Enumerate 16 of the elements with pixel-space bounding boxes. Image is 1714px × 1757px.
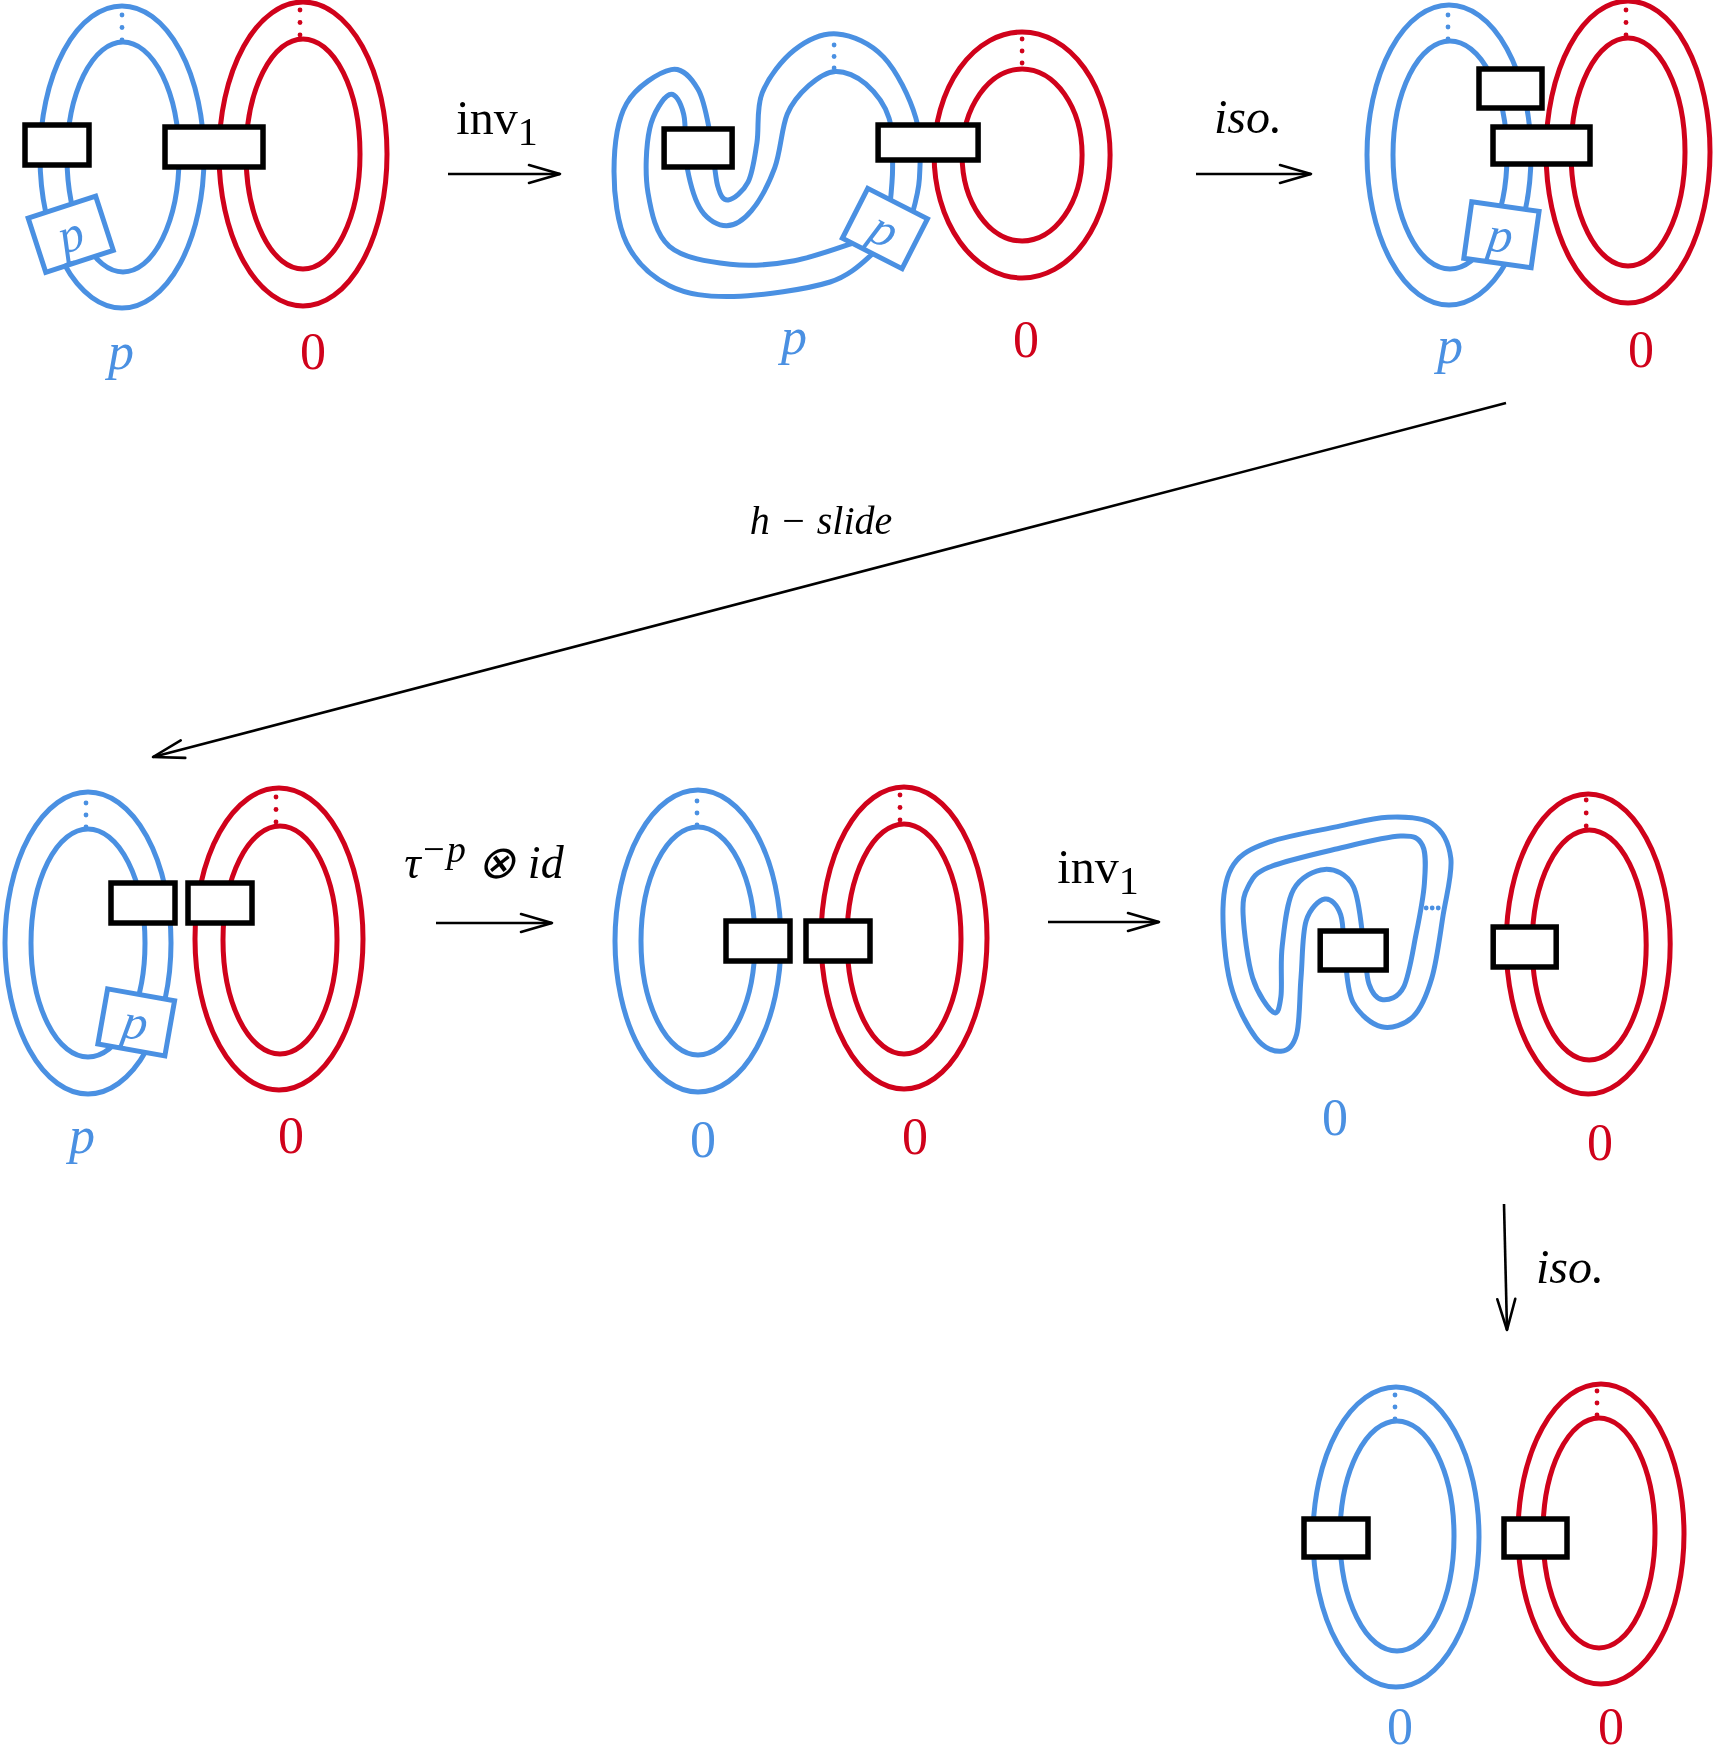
framing-label: 0	[1387, 1701, 1413, 1753]
arrow	[436, 912, 554, 934]
framing-label: 0	[1322, 1092, 1348, 1144]
arrow	[448, 163, 562, 185]
framing-label: 0	[278, 1110, 304, 1162]
framing-label: 0	[1013, 314, 1039, 366]
framing-label: 0	[300, 326, 326, 378]
framing-label: 0	[1598, 1701, 1624, 1753]
arrow	[1048, 911, 1161, 933]
framing-label: 0	[1587, 1117, 1613, 1169]
framing-label: 0	[690, 1114, 716, 1166]
framing-label: 0	[902, 1111, 928, 1163]
framing-label: 0	[1628, 324, 1654, 376]
arrow	[1495, 1203, 1517, 1332]
arrow	[151, 401, 1507, 760]
arrow	[1196, 163, 1313, 185]
